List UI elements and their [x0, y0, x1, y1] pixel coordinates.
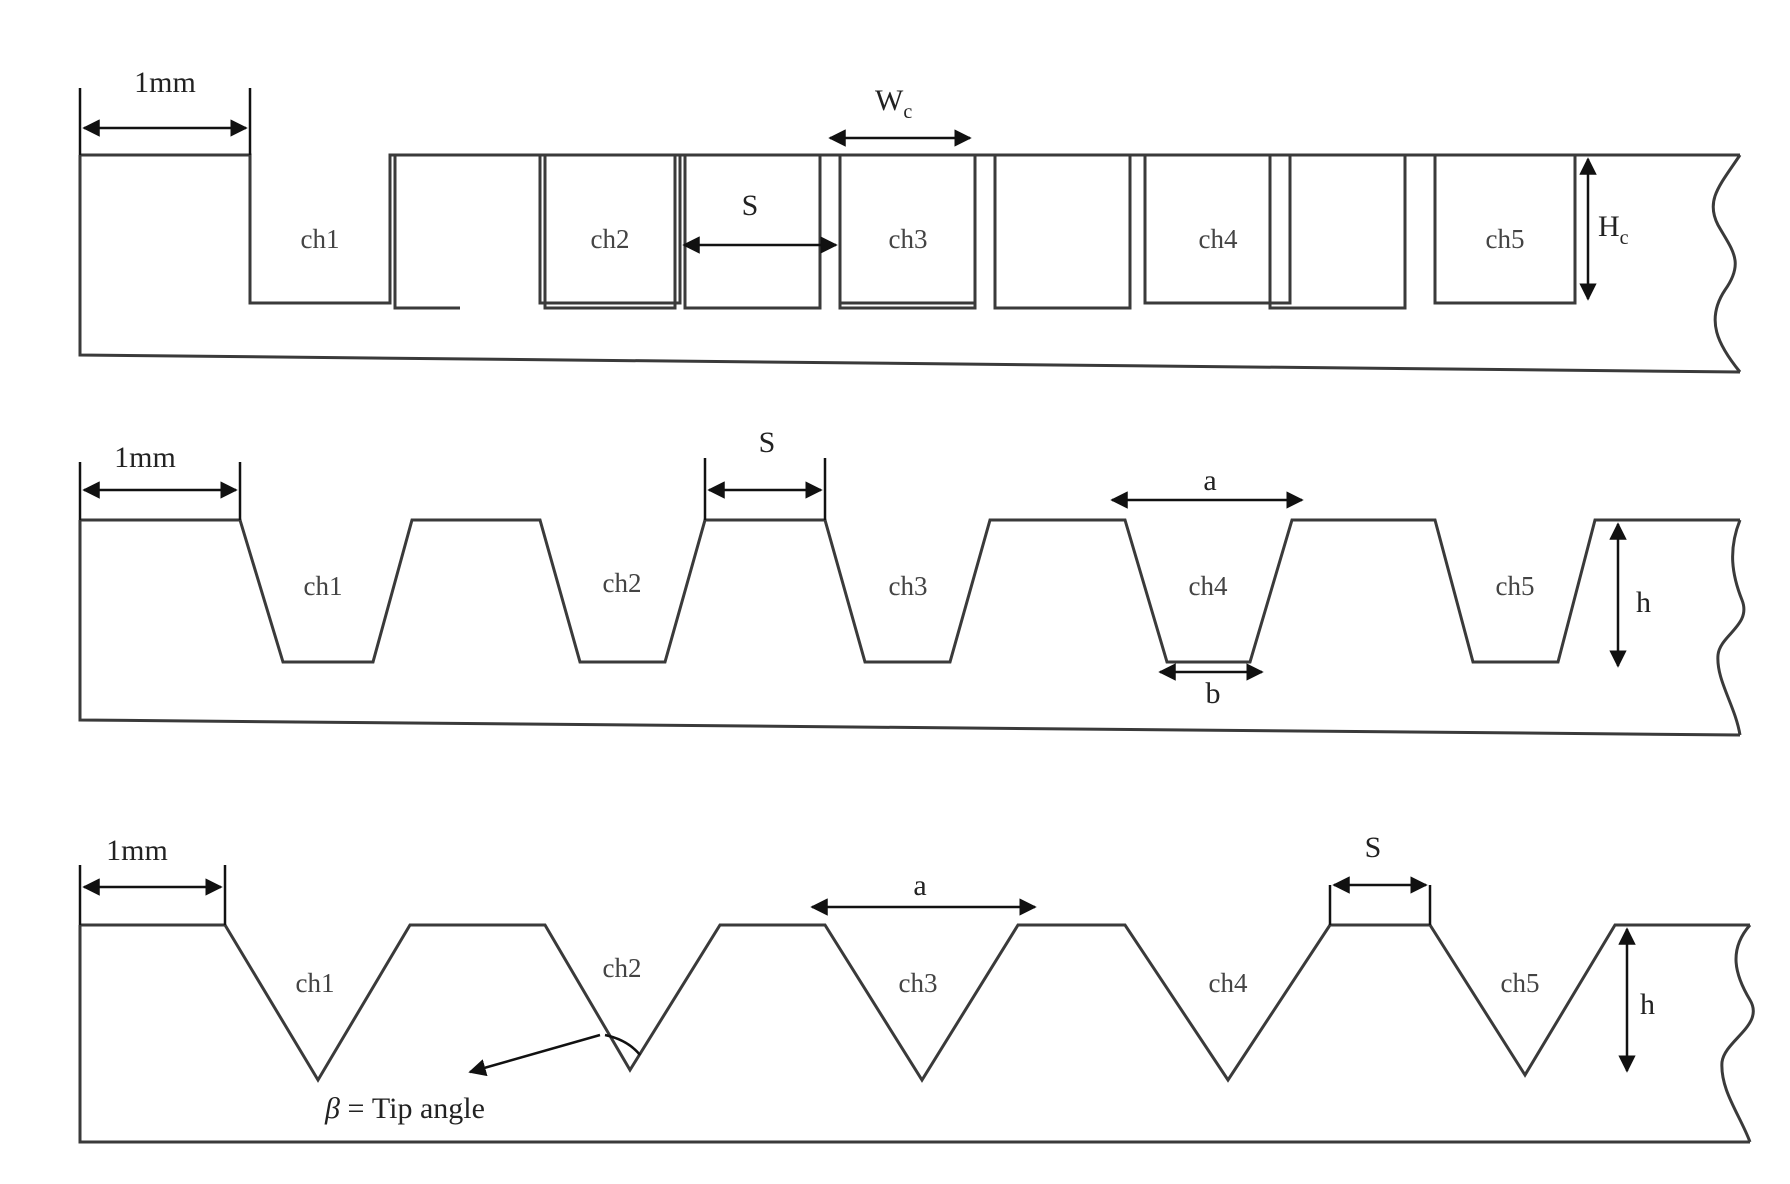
top-width-label: a — [1203, 464, 1216, 497]
scale-bar: 1mm — [78, 66, 252, 155]
scale-label: 1mm — [134, 66, 196, 99]
spacing-dimension: S — [1328, 831, 1432, 925]
top-width-dimension: a — [1110, 464, 1304, 509]
channel-label: ch4 — [1189, 571, 1228, 601]
width-label: Wc — [875, 84, 912, 123]
spacing-dimension: S — [703, 426, 827, 520]
channel-label: ch3 — [889, 224, 928, 254]
bottom-width-label: b — [1206, 677, 1221, 710]
spacing-label: S — [759, 426, 776, 459]
top-width-label: a — [913, 869, 926, 902]
channel-label: ch4 — [1209, 968, 1248, 998]
channel-label: ch1 — [301, 224, 340, 254]
spacing-dimension: S — [682, 189, 838, 254]
height-dimension: h — [1609, 522, 1651, 668]
scale-bar: 1mm — [78, 441, 242, 520]
panel-triangular: 1mm ch1 ch2 ch3 ch4 ch5 a S h β = Tip an… — [78, 831, 1755, 1144]
channel-height-dimension: Hc — [1579, 157, 1629, 301]
height-label: h — [1640, 988, 1655, 1021]
bottom-width-dimension: b — [1158, 663, 1264, 710]
substrate-body — [78, 153, 1742, 374]
channel-label: ch3 — [899, 968, 938, 998]
substrate-body — [78, 518, 1746, 737]
channel-label: ch2 — [591, 224, 630, 254]
channel-label: ch1 — [296, 968, 335, 998]
substrate-body — [78, 923, 1755, 1144]
scale-label: 1mm — [114, 441, 176, 474]
panel-trapezoidal: 1mm ch1 ch2 ch3 ch4 ch5 S a b h — [78, 426, 1746, 737]
spacing-label: S — [1365, 831, 1382, 864]
channel-label: ch5 — [1496, 571, 1535, 601]
height-label: h — [1636, 586, 1651, 619]
channel-label: ch2 — [603, 568, 642, 598]
tip-angle-annotation: β = Tip angle — [324, 1033, 641, 1125]
top-width-dimension: a — [810, 869, 1037, 916]
channel-label: ch5 — [1501, 968, 1540, 998]
channel-label: ch3 — [889, 571, 928, 601]
panel-rectangular: 1mm ch1 ch2 ch3 ch4 ch5 Wc S Hc — [78, 66, 1742, 374]
angle-arc — [604, 1033, 641, 1056]
channel-label: ch4 — [1199, 224, 1238, 254]
height-label: Hc — [1598, 210, 1629, 249]
channel-label: ch1 — [304, 571, 343, 601]
scale-label: 1mm — [106, 834, 168, 867]
spacing-label: S — [742, 189, 759, 222]
channel-label: ch5 — [1486, 224, 1525, 254]
scale-bar: 1mm — [78, 834, 227, 925]
tip-angle-label: β = Tip angle — [324, 1092, 485, 1125]
channel-label: ch2 — [603, 953, 642, 983]
channel-width-dimension: Wc — [828, 84, 972, 147]
height-dimension: h — [1618, 927, 1655, 1073]
